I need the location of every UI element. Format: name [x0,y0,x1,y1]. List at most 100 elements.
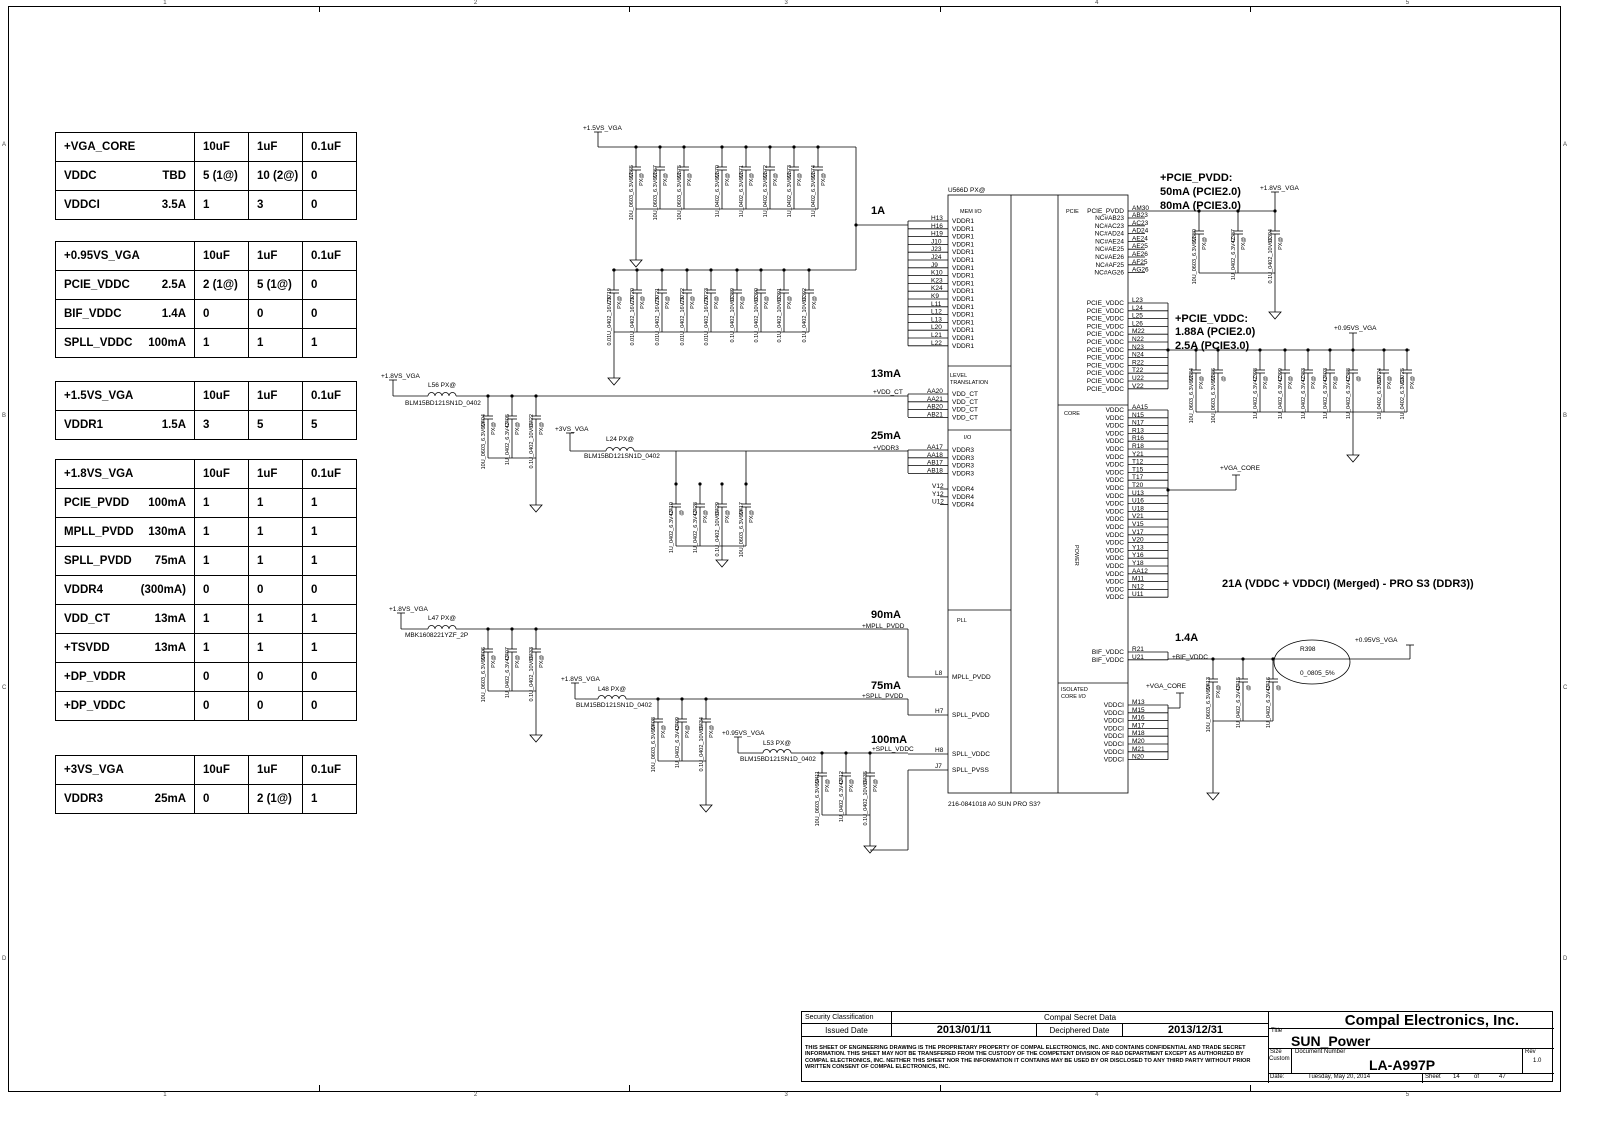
cap-count-cell: 10uF [194,755,249,785]
cap-option: PX@ [1311,376,1317,389]
sheet-label: Sheet [1425,1074,1441,1080]
cap-value: 1U_0402_6.3V4Z [1278,375,1284,419]
issued-date: 2013/01/11 [892,1024,1037,1037]
cap-value: 0.1U_0402_10V6K [529,422,535,469]
cap-ref: C386 [1211,368,1217,381]
net-label: +SPLL_VDDC [872,746,914,753]
zone-row-label: D [1563,956,1568,963]
zone-tick [318,1085,320,1091]
cap-ref: C391 [777,288,783,301]
pin-number: L12 [931,309,942,316]
junction-dot [1197,209,1201,213]
pin-number: AE25 [1132,243,1148,250]
sheet-number: 14 [1453,1074,1460,1080]
rail-name: VDDC [64,170,97,182]
cap-option: PX@ [797,173,803,186]
junction-dot [1258,348,1262,352]
size-cell [1268,1048,1292,1073]
pin-name: VDD_CT [952,399,978,406]
junction-dot [759,268,763,272]
cap-value: 10U_0603_6.3V6M [677,173,683,221]
junction-dot [486,394,490,398]
cap-ref: C3720 [630,288,636,304]
cap-value: 1U_0402_6.3V4Z [1231,236,1237,280]
cap-count-cell: 1 [248,328,303,358]
pin-number: L13 [931,316,942,323]
pin-number: Y13 [1132,544,1144,551]
cap-value: 1U_0402_6.3V4Z [1323,375,1329,419]
junction-dot [534,627,538,631]
rail-current: 100mA [148,337,186,349]
cap-value: 10U_0603_6.3V6M [1192,237,1198,285]
rail-name-cell: +DP_VDDR [55,662,195,692]
cap-count-cell: 3 [194,410,249,440]
pin-name: VDDC [1106,540,1125,547]
rail-name-cell: VDDR4(300mA) [55,575,195,605]
pin-number: N17 [1132,420,1144,427]
pin-name: VDDCI [1104,725,1124,732]
cap-count-cell: 0 [194,784,249,814]
pin-name: NC#AC23 [1095,223,1125,230]
junction-dot [844,751,848,755]
cap-option: PX@ [665,296,671,309]
of-label: of [1474,1074,1480,1080]
cap-value: 0.01U_0402_16V7K [630,296,636,346]
pin-name: VDDC [1106,501,1125,508]
pin-number: AB23 [1132,212,1148,219]
cap-count-cell: 0 [194,662,249,692]
cap-option: @ [679,510,685,516]
pin-number: T15 [1132,466,1144,473]
pin-name: VDDCI [1104,718,1124,725]
cap-ref: C417 [739,502,745,515]
chip-section: CORE I/O [1061,694,1086,700]
pin-name: VDDC [1106,477,1125,484]
rail-name: +DP_VDDC [64,700,126,712]
junction-dot [660,268,664,272]
pin-name: VDDR1 [952,265,974,272]
cap-ref: C392 [802,288,808,301]
pin-name: VDD_CT [952,391,978,398]
junction-dot [735,268,739,272]
cap-value: 1U_0402_6.3V6K [1400,376,1406,420]
cap-count-cell: 0 [194,691,249,721]
chip-section: POWER [1073,545,1079,566]
ground-symbol [699,804,713,813]
cap-option: PX@ [639,173,645,186]
pin-name: BIF_VDDC [1092,649,1124,656]
pin-number: M21 [1132,746,1145,753]
pin-name: VDDCI [1104,733,1124,740]
zone-tick [939,1085,941,1091]
pin-name: SPLL_PVSS [952,767,990,774]
zone-tick [629,1085,631,1091]
cap-ref: C372 [763,165,769,178]
cap-value: 10U_0603_6.3V6M [481,655,487,703]
cap-count-cell: 1 [302,328,357,358]
tb-divider [1268,1012,1269,1083]
rail-name-cell: +1.5VS_VGA [55,381,195,411]
note-pvddc-title: +PCIE_VDDC: [1175,313,1248,325]
cap-count-cell: 0 [302,691,357,721]
zone-tick [939,6,941,12]
pin-number: AC23 [1132,220,1149,227]
junction-dot [709,268,713,272]
rail-name: +TSVDD [64,642,110,654]
cap-option: @ [1276,685,1282,691]
sheet-divider [1422,1073,1423,1083]
pin-name: VDDR1 [952,296,974,303]
inductor-ref: L53 PX@ [763,740,791,747]
cap-count-cell: 1 [302,488,357,518]
title-block: Security Classification Compal Secret Da… [801,1011,1554,1083]
date-label: Date: [1270,1074,1285,1080]
cap-value: 10U_0603_6.3V6M [1189,376,1195,424]
gpu-chip-body [947,194,1129,794]
cap-count-cell: 1uF [248,755,303,785]
pin-name: PCIE_VDDC [1087,355,1125,362]
rev-cell [1522,1048,1554,1073]
cap-count-cell: 0 [302,161,357,191]
rail-label: +3VS_VGA [555,426,589,433]
cap-count-cell: 2 (1@) [248,784,303,814]
